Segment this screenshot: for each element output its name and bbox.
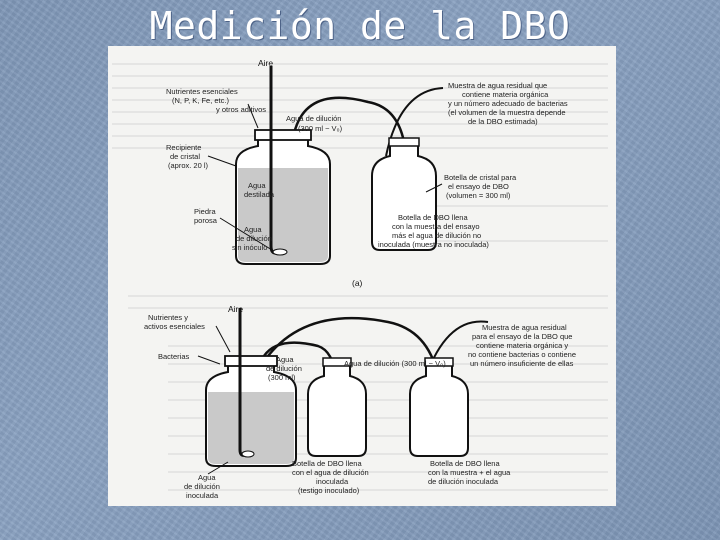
label-botella-cristal-3: (volumen = 300 ml) — [446, 191, 511, 200]
label-agua-inoculada-1: Agua — [198, 473, 216, 482]
label-agua-tube-a-2: (300 ml − V₀) — [298, 124, 343, 133]
label-nutrientes-a-3: y otros aditivos — [216, 105, 266, 114]
label-botella-testigo-2: con el agua de dilución — [292, 468, 369, 477]
scanned-figure: Aire Nutrientes esenciales (N, P, K, Fe,… — [108, 46, 616, 506]
label-muestra-b-1: Muestra de agua residual — [482, 323, 567, 332]
stopper-b — [224, 355, 278, 367]
bod-bottle-b1 — [307, 363, 367, 457]
label-agua-tube-b: Agua de dilución (300 ml − V₀) — [344, 359, 446, 368]
label-botella-cristal-2: el ensayo de DBO — [448, 182, 509, 191]
bottle-neck-b1 — [322, 357, 352, 367]
label-piedra-1: Piedra — [194, 207, 217, 216]
label-agua-sin-3: sin inóculo — [232, 243, 267, 252]
label-agua-tube-a-1: Agua de dilución — [286, 114, 341, 123]
label-botella-testigo-3: inoculada — [316, 477, 349, 486]
water-fill-a — [238, 168, 328, 262]
bod-bottle-b2 — [409, 363, 469, 457]
figure-a-label: (a) — [352, 278, 363, 288]
label-botella-testigo-1: Botella de DBO llena — [292, 459, 362, 468]
label-nutrientes-a-1: Nutrientes esenciales — [166, 87, 238, 96]
outlet-tube-a — [293, 96, 408, 159]
label-botella-llena-a-4: inoculada (muestra no inoculada) — [378, 240, 489, 249]
outlet-tube-b2 — [267, 316, 440, 377]
label-muestra-b-5: un número insuficiente de ellas — [470, 359, 574, 368]
label-agua-sin-1: Agua — [244, 225, 262, 234]
bod-bottle-a — [371, 143, 437, 251]
label-recipiente-2: de cristal — [170, 152, 200, 161]
label-nutrientes-b-1: Nutrientes y — [148, 313, 188, 322]
label-botella-muestra-1: Botella de DBO llena — [430, 459, 500, 468]
label-agua-inoculada-3: inoculada — [186, 491, 219, 500]
slide-title: Medición de la DBO — [149, 4, 571, 48]
label-muestra-b-2: para el ensayo de la DBO que — [472, 332, 572, 341]
bottle-neck-b2 — [424, 357, 454, 367]
label-nutrientes-b-2: activos esenciales — [144, 322, 205, 331]
label-agua-destilada-1: Agua — [248, 181, 266, 190]
figure-b: Aire Nutrientes y activos esenciales Bac… — [144, 304, 576, 500]
label-botella-llena-a-3: más el agua de dilución no — [392, 231, 481, 240]
label-muestra-a-5: de la DBO estimada) — [468, 117, 538, 126]
label-muestra-a-1: Muestra de agua residual que — [448, 81, 547, 90]
water-fill-b — [208, 392, 294, 464]
label-agua-sin-2: de dilución — [236, 234, 272, 243]
label-piedra-2: porosa — [194, 216, 218, 225]
label-agua-left-3: (300 ml) — [268, 373, 296, 382]
bottle-neck-a — [388, 137, 420, 147]
label-muestra-a-2: contiene materia orgánica — [462, 90, 549, 99]
label-muestra-a-3: y un número adecuado de bacterias — [448, 99, 568, 108]
label-botella-muestra-2: con la muestra + el agua — [428, 468, 511, 477]
label-agua-destilada-2: destilada — [244, 190, 275, 199]
stopper-a — [254, 129, 312, 141]
label-botella-muestra-3: de dilución inoculada — [428, 477, 499, 486]
label-recipiente-1: Recipiente — [166, 143, 201, 152]
label-recipiente-3: (aprox. 20 l) — [168, 161, 209, 170]
label-muestra-b-3: contiene materia orgánica y — [476, 341, 568, 350]
label-botella-llena-a-2: con la muestra del ensayo — [392, 222, 480, 231]
porous-stone-b — [241, 450, 255, 458]
label-muestra-b-4: no contiene bacterias o contiene — [468, 350, 576, 359]
label-agua-inoculada-2: de dilución — [184, 482, 220, 491]
bleed-through-text — [108, 46, 616, 506]
label-aire-a: Aire — [258, 58, 273, 68]
label-botella-testigo-4: (testigo inoculado) — [298, 486, 360, 495]
label-agua-left-2: de dilución — [266, 364, 302, 373]
label-agua-left-1: Agua — [276, 355, 294, 364]
label-botella-cristal-1: Botella de cristal para — [444, 173, 517, 182]
label-bacterias: Bacterias — [158, 352, 190, 361]
porous-stone-a — [272, 248, 288, 256]
label-aire-b: Aire — [228, 304, 243, 314]
label-botella-llena-a-1: Botella de DBO llena — [398, 213, 468, 222]
label-nutrientes-a-2: (N, P, K, Fe, etc.) — [172, 96, 229, 105]
figure-a: Aire Nutrientes esenciales (N, P, K, Fe,… — [166, 58, 568, 288]
label-muestra-a-4: (el volumen de la muestra depende — [448, 108, 566, 117]
